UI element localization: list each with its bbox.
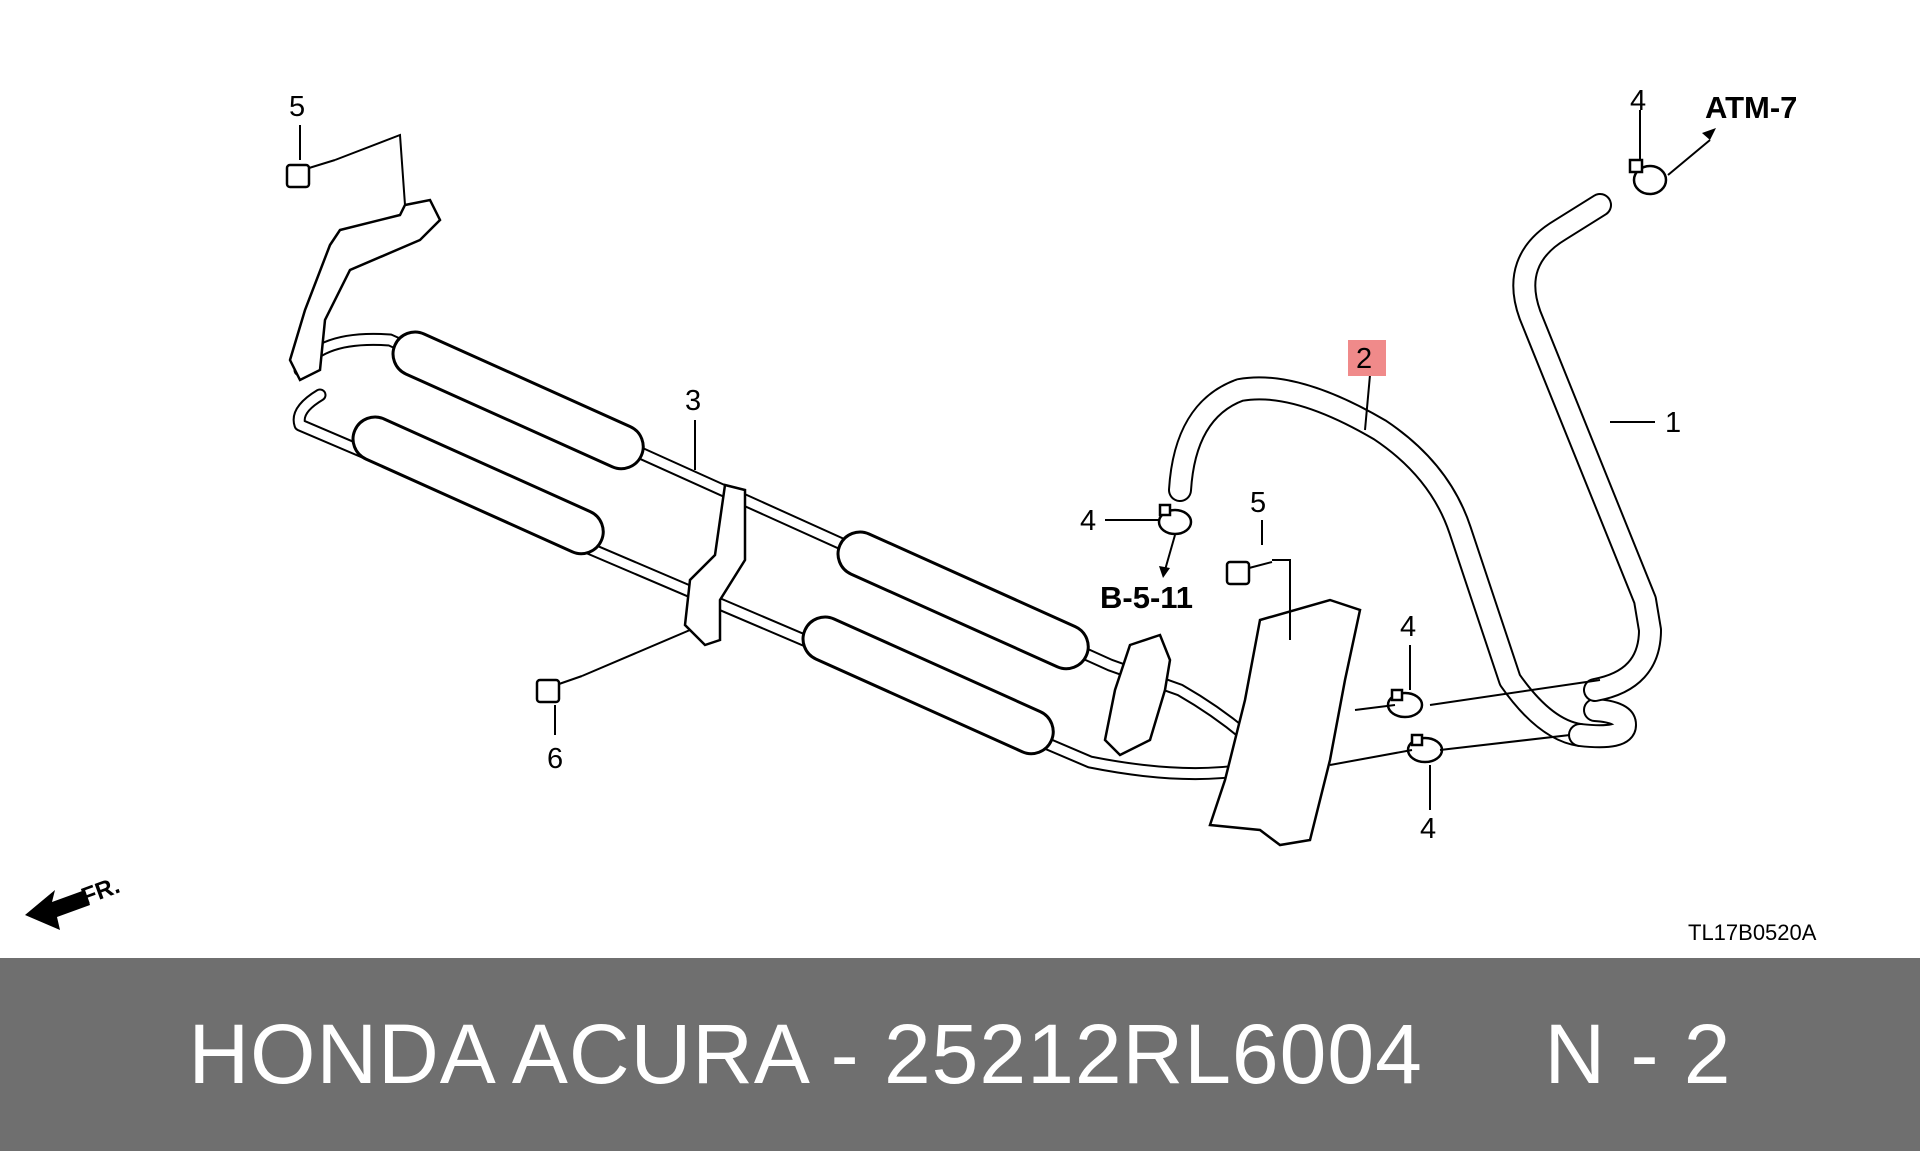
callout-1: 1 xyxy=(1665,407,1681,439)
callout-4-right-lower: 4 xyxy=(1420,813,1436,845)
callout-4-right-upper: 4 xyxy=(1400,611,1416,643)
callout-2: 2 xyxy=(1356,343,1372,375)
pipe-clip xyxy=(1103,633,1172,757)
clamp-4-top-right xyxy=(1628,158,1668,196)
hose-1 xyxy=(1512,193,1662,702)
reference-atm-7: ATM-7 xyxy=(1705,90,1797,125)
hose-2 xyxy=(1168,376,1637,749)
front-label: FR. xyxy=(78,872,124,911)
left-bracket xyxy=(288,198,442,382)
parts-diagram: 5 4 3 2 1 4 5 4 4 6 ATM-7 B-5-11 FR. TL1… xyxy=(25,85,1817,945)
clamp-4-right-upper xyxy=(1386,688,1424,719)
right-bracket xyxy=(1208,598,1362,847)
callout-3: 3 xyxy=(685,385,701,417)
clamp-4-right-lower xyxy=(1406,733,1444,764)
reference-b-5-11: B-5-11 xyxy=(1100,580,1193,615)
middle-bracket xyxy=(683,483,747,647)
part-number-banner: HONDA ACURA - 25212RL6004 N - 2 xyxy=(0,958,1920,1151)
callout-5-center: 5 xyxy=(1250,487,1266,519)
bolt-6 xyxy=(535,675,583,704)
callout-6: 6 xyxy=(547,743,563,775)
bolt-5-upper-left xyxy=(285,159,336,189)
bolt-5-center xyxy=(1225,560,1273,586)
callout-4-center: 4 xyxy=(1080,505,1096,537)
callout-2-highlight xyxy=(1348,340,1386,376)
cooler-pipe-lower xyxy=(292,388,1252,781)
callout-4-top-right: 4 xyxy=(1630,85,1646,117)
callout-5-upper-left: 5 xyxy=(289,91,305,123)
front-direction-arrow: FR. xyxy=(25,872,123,930)
drawing-code: TL17B0520A xyxy=(1688,920,1817,945)
leader-lines xyxy=(299,110,1716,810)
clamp-4-center xyxy=(1157,503,1193,536)
banner-text: HONDA ACURA - 25212RL6004 N - 2 xyxy=(188,1007,1732,1101)
cooler-pipe-upper xyxy=(293,330,1252,742)
